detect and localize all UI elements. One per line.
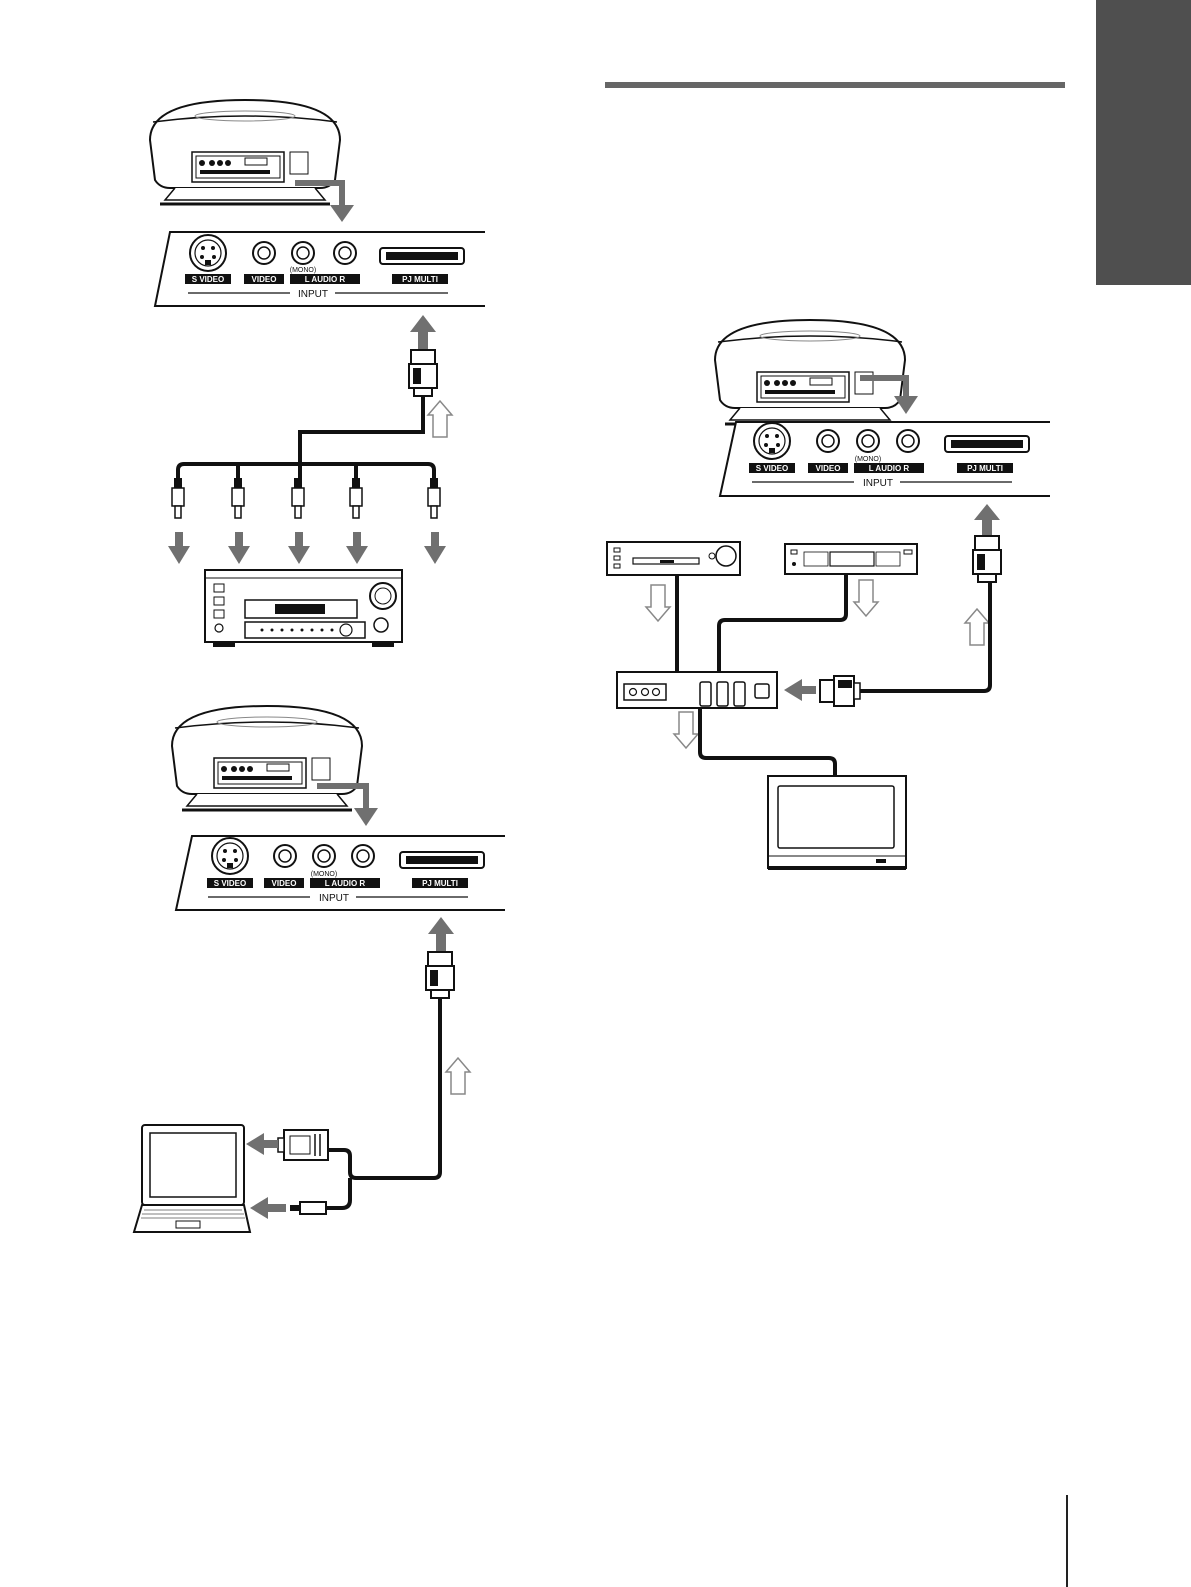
label-input: INPUT (298, 289, 328, 300)
video-switcher-illustration (617, 672, 777, 708)
vcr-illustration (607, 542, 740, 575)
label-audio: L AUDIO R (305, 275, 346, 284)
label-video-2: VIDEO (272, 879, 297, 888)
dvd-player-illustration (785, 544, 917, 574)
label-pjmulti-2: PJ MULTI (422, 879, 458, 888)
label-audio-2: L AUDIO R (325, 879, 366, 888)
arrow-up-icon-3 (974, 504, 1000, 520)
signal-direction-icon-2 (446, 1058, 470, 1094)
label-video-3: VIDEO (816, 464, 841, 473)
label-mono-2: (MONO) (311, 871, 337, 878)
signal-down-icon-switcher (674, 712, 698, 748)
diagram-computer: S VIDEO VIDEO (MONO) L AUDIO R PJ MULTI … (134, 706, 505, 1232)
arrow-head-icon (330, 205, 354, 222)
label-svideo: S VIDEO (192, 275, 224, 284)
label-svideo-2: S VIDEO (214, 879, 246, 888)
label-input-2: INPUT (319, 893, 349, 904)
signal-down-icon-dvd (854, 580, 878, 616)
label-pjmulti-3: PJ MULTI (967, 464, 1003, 473)
diagram-video-equipment: S VIDEO VIDEO (MONO) L AUDIO R PJ MULTI … (607, 320, 1050, 870)
arrow-head-icon-3 (894, 396, 918, 414)
projector-illustration (150, 100, 340, 204)
multi-plug-icon-2 (426, 952, 454, 998)
label-mono-3: (MONO) (855, 456, 881, 463)
arrow-up-icon (410, 315, 436, 332)
label-svideo-3: S VIDEO (756, 464, 788, 473)
multi-plug-horizontal-icon (820, 676, 860, 706)
signal-down-icon-vcr (646, 585, 670, 621)
av-amplifier-illustration (205, 570, 402, 647)
multi-plug-icon-3 (973, 536, 1001, 582)
diagram-av-amplifier: S VIDEO VIDEO (MONO) L AUDIO R PJ MULTI … (150, 100, 485, 647)
input-panel-2: S VIDEO VIDEO (MONO) L AUDIO R PJ MULTI … (176, 836, 505, 910)
input-panel-3: S VIDEO VIDEO (MONO) L AUDIO R PJ MULTI … (720, 422, 1050, 496)
projector-illustration-2 (172, 706, 362, 810)
signal-direction-icon (428, 401, 452, 437)
laptop-illustration (134, 1125, 250, 1232)
arrow-head-icon-2 (354, 808, 378, 826)
vga-connector-icon (278, 1130, 328, 1160)
arrow-up-icon-2 (428, 917, 454, 934)
audio-plug-icon (290, 1202, 326, 1214)
label-audio-3: L AUDIO R (869, 464, 910, 473)
projector-illustration-3 (715, 320, 905, 424)
signal-direction-icon-3 (965, 609, 989, 645)
label-input-3: INPUT (863, 478, 893, 489)
input-panel: S VIDEO VIDEO (MONO) L AUDIO R PJ MULTI … (155, 232, 485, 306)
label-pjmulti: PJ MULTI (402, 275, 438, 284)
multi-plug-icon (409, 350, 437, 396)
label-mono: (MONO) (290, 267, 316, 274)
tv-monitor-illustration (768, 776, 906, 870)
label-video: VIDEO (252, 275, 277, 284)
